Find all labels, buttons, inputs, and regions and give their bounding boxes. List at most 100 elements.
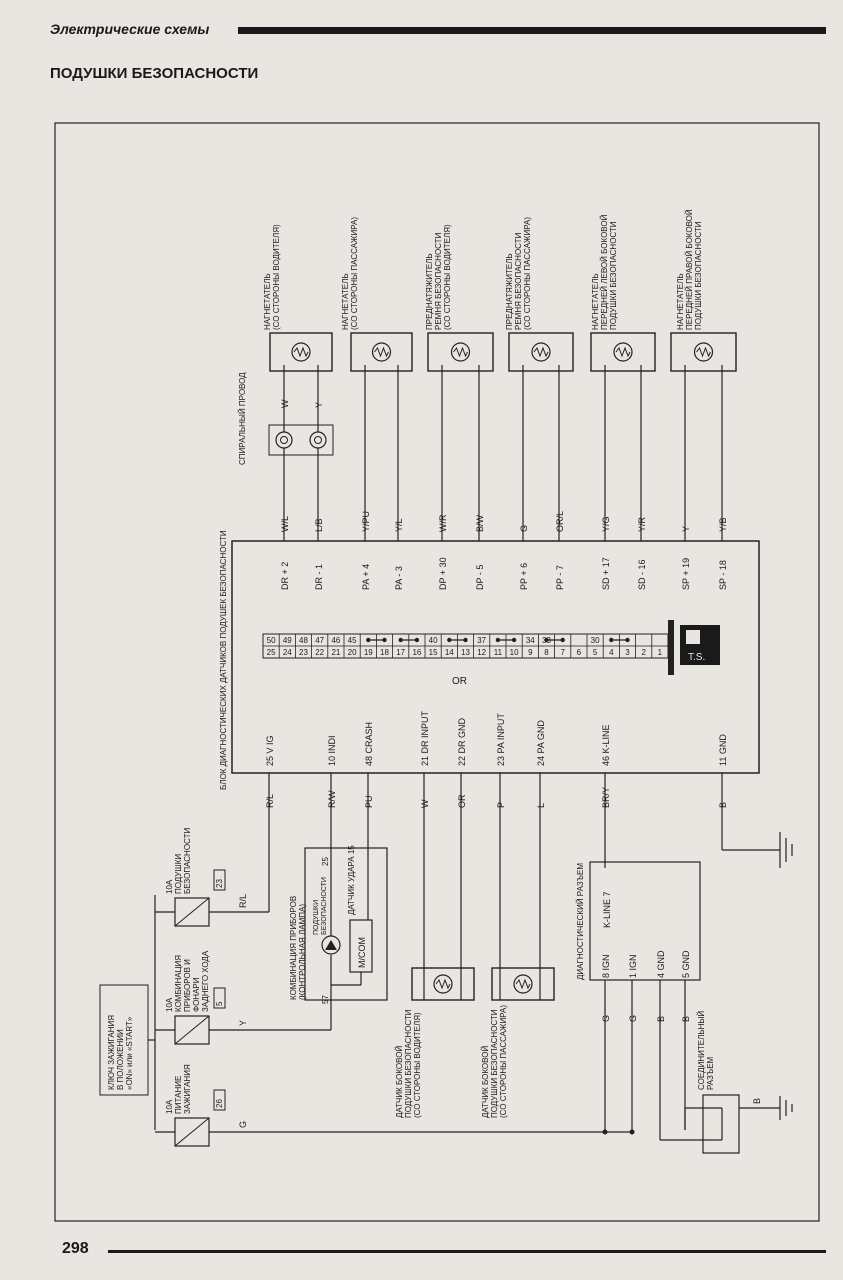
passenger-side-sensor-label-line: ДАТЧИК БОКОВОЙ xyxy=(481,1046,490,1118)
wire-color-label: W xyxy=(420,799,430,808)
diag-pin-label-line: 5 GND xyxy=(681,950,691,978)
fuse-label-line: ПРИБОРОВ И xyxy=(183,959,192,1012)
output-circuit-9: SD + 17Y/G xyxy=(601,365,611,590)
wire-color-label-line: OR xyxy=(457,794,467,808)
input-circuit-2: 10 INDI R/W xyxy=(327,735,337,850)
passenger-pretensioner-label-line: ПРЕДНАТЯЖИТЕЛЬ xyxy=(505,253,514,330)
cluster-label-line: КОМБИНАЦИЯ ПРИБОРОВ xyxy=(289,896,298,1000)
wire-color-label-line: L xyxy=(536,803,546,808)
igniter-symbol-icon xyxy=(371,342,392,362)
output-circuit-10: SD - 16Y/R xyxy=(637,365,647,590)
wire-color-label-2: Y xyxy=(314,402,324,408)
connector-pin-bottom: 20 xyxy=(348,648,357,657)
right-side-inflator xyxy=(670,332,737,372)
passenger-inflator-label-line: НАГНЕТАТЕЛЬ xyxy=(341,273,350,330)
igniter-box xyxy=(350,332,413,372)
connector-pin-bottom: 1 xyxy=(658,648,663,657)
input-pin-label-line: 22 DR GND xyxy=(457,717,467,766)
connector-pin-bottom: 16 xyxy=(412,648,421,657)
output-pin-label: DR + 2 xyxy=(280,562,290,590)
output-circuit-7: PP + 6G xyxy=(519,365,529,590)
wire-color-label: B xyxy=(718,802,728,808)
wire-color-label: L xyxy=(536,803,546,808)
connector-pin-bottom: 17 xyxy=(396,648,405,657)
output-circuit-12: SP - 18 Y/B xyxy=(718,365,728,590)
right-side-inflator-label-line: НАГНЕТАТЕЛЬ xyxy=(676,273,685,330)
connector-pin-top: 49 xyxy=(283,636,292,645)
connector-pin-bottom: 8 xyxy=(544,648,549,657)
diode-icon xyxy=(325,940,337,950)
cluster-label-line: (КОНТРОЛЬНАЯ ЛАМПА) xyxy=(298,904,307,1000)
output-circuit-5: DP + 30W/R xyxy=(438,365,448,590)
resistor-icon xyxy=(453,346,468,358)
crash-sensor-label: ДАТЧИК УДАРА 15 xyxy=(347,845,356,915)
wire-color-label: R/L xyxy=(238,894,248,908)
page-number: 298 xyxy=(62,1240,89,1257)
connector-pin-bottom: 19 xyxy=(364,648,373,657)
svg-text:T.S.: T.S. xyxy=(688,652,705,663)
wire-color-label-line: P xyxy=(496,802,506,808)
fuse-label-line: 10A xyxy=(165,879,174,894)
diag-pin-label-line: 4 GND xyxy=(656,950,666,978)
wire-color-label-line: Y/B xyxy=(718,517,728,532)
output-circuit-11: SP + 19Y xyxy=(681,365,691,590)
output-pin-label: SP - 18 xyxy=(718,560,728,590)
output-pin-label-line: SD + 17 xyxy=(601,557,611,590)
connector-pin-bottom: 24 xyxy=(283,648,292,657)
wire-color-label-line: L/B xyxy=(314,518,324,532)
passenger-inflator-label: НАГНЕТАТЕЛЬ(СО СТОРОНЫ ПАССАЖИРА) xyxy=(341,217,359,330)
wire-color-label: R/W xyxy=(327,790,337,808)
resistor-icon xyxy=(533,346,549,358)
mcom-label: M/COM xyxy=(357,937,367,968)
passenger-side-sensor xyxy=(491,967,555,1001)
input-pin-label: 10 INDI xyxy=(327,735,337,766)
input-pin-label-line: 10 INDI xyxy=(327,735,337,766)
airbag-module-label: БЛОК ДИАГНОСТИЧЕСКИХ ДАТЧИКОВ ПОДУШЕК БЕ… xyxy=(219,530,228,790)
connector-pin-top: 45 xyxy=(348,636,357,645)
driver-inflator-label-line: (СО СТОРОНЫ ВОДИТЕЛЯ) xyxy=(272,224,281,330)
kline-pin-label-line: K-LINE 7 xyxy=(602,891,612,928)
wire-color-label-2: W xyxy=(280,399,290,408)
output-pin-label: PA + 4 xyxy=(361,564,371,590)
igniter-symbol-icon xyxy=(450,342,471,362)
wire-color-label: B xyxy=(681,1016,691,1022)
wire-color-label: W/R xyxy=(438,514,448,532)
fuse-label-line: ЗАДНЕГО ХОДА xyxy=(201,950,210,1012)
connector-pin-bottom: 4 xyxy=(609,648,614,657)
fuse-label-line: БЕЗОПАСНОСТИ xyxy=(183,828,192,894)
input-pin-label-line: 21 DR INPUT xyxy=(420,710,430,766)
input-pin-label: 25 V IG xyxy=(265,735,275,766)
resistor-icon xyxy=(615,346,631,358)
passenger-pretensioner-label-line: (СО СТОРОНЫ ПАССАЖИРА) xyxy=(523,217,532,330)
driver-side-sensor xyxy=(411,967,475,1001)
output-pin-label-line: PP + 6 xyxy=(519,563,529,590)
igniter-symbol-icon xyxy=(513,974,533,994)
instrument-cluster-box xyxy=(304,847,388,1001)
spiral-cable-inner xyxy=(314,436,322,444)
diag-pin-label: 4 GND xyxy=(656,950,666,978)
left-side-inflator xyxy=(590,332,656,372)
spiral-label-text-line: СПИРАЛЬНЫЙ ПРОВОД xyxy=(238,372,247,465)
connector-pin-top: 50 xyxy=(267,636,276,645)
passenger-pretensioner-label-line: РЕМНЯ БЕЗОПАСНОСТИ xyxy=(514,232,523,330)
output-pin-label-line: PP - 7 xyxy=(555,565,565,590)
fuse-num-box xyxy=(213,987,226,1009)
diagnostic-connector-box xyxy=(589,861,701,981)
connector-pin-bottom: 3 xyxy=(625,648,630,657)
connector-pin-top: 48 xyxy=(299,636,308,645)
driver-pretensioner-label-line: (СО СТОРОНЫ ВОДИТЕЛЯ) xyxy=(443,224,452,330)
fuse-diagonal xyxy=(174,897,210,927)
module-label-text-line: БЛОК ДИАГНОСТИЧЕСКИХ ДАТЧИКОВ ПОДУШЕК БЕ… xyxy=(219,530,228,790)
output-circuit-4: PA - 3Y/L xyxy=(394,365,404,590)
fuse-number: 26 xyxy=(215,1099,224,1108)
connector-pin-bottom: 6 xyxy=(577,648,582,657)
wire-color-label: Y xyxy=(681,526,691,532)
connector-tab xyxy=(668,620,674,675)
